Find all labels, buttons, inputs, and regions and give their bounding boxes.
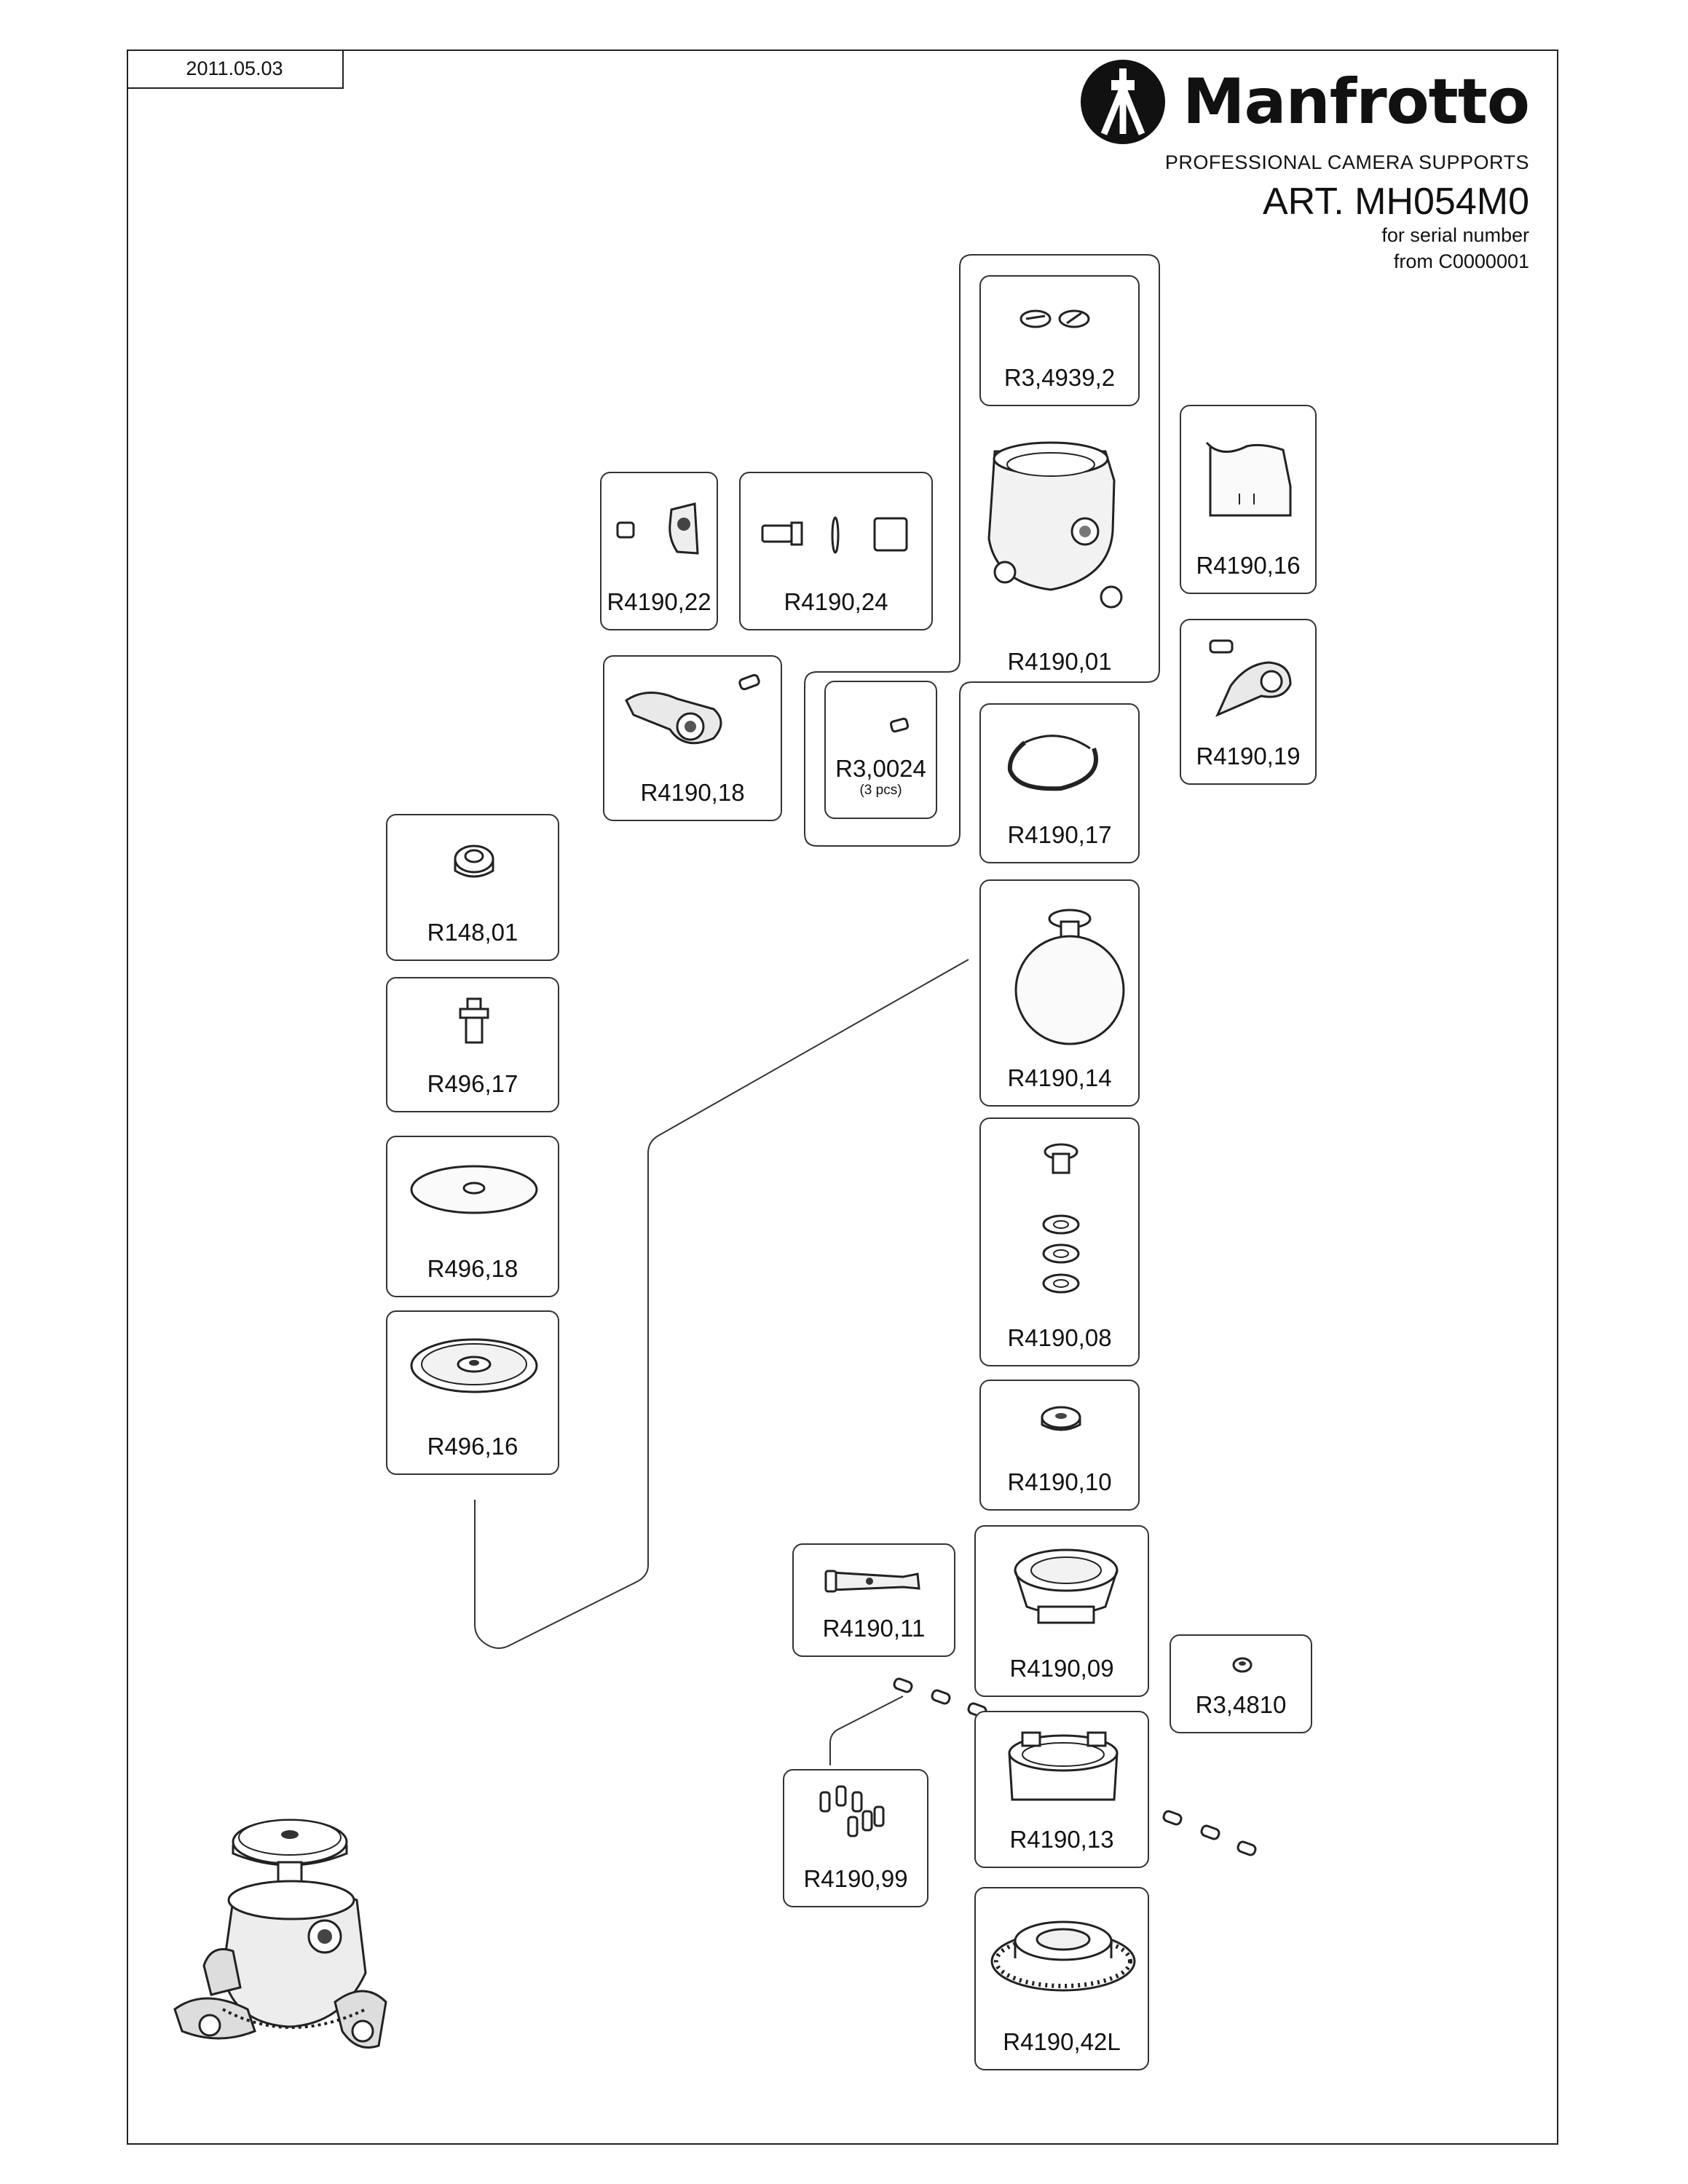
part-label: R3,4810	[1195, 1691, 1287, 1718]
part-label: R4190,13	[1009, 1826, 1114, 1853]
clamp-shell-icon	[1205, 441, 1292, 517]
manfrotto-logo-icon	[1080, 60, 1165, 144]
date-box: 2011.05.03	[127, 50, 344, 89]
part-r148-01[interactable]: R148,01	[386, 814, 559, 961]
leader-line-ball	[474, 959, 969, 1649]
serial-line-1: for serial number	[1381, 223, 1529, 246]
base-ring-icon	[990, 1920, 1136, 1992]
screw-washer-icon	[761, 516, 908, 554]
part-r4190-01[interactable]: R4190,01	[960, 430, 1159, 677]
part-label: R3,4939,2	[1003, 364, 1116, 391]
ball-icon	[1014, 909, 1125, 1045]
part-label: R4190,42L	[1003, 2028, 1121, 2055]
part-label: R4190,14	[1007, 1064, 1112, 1091]
part-label: R496,16	[427, 1433, 518, 1460]
disc-washer-icon	[410, 1165, 538, 1214]
part-r4190-10[interactable]: R4190,10	[979, 1380, 1140, 1511]
brand-tagline: PROFESSIONAL CAMERA SUPPORTS	[1164, 151, 1529, 173]
part-label: R4190,18	[640, 779, 745, 806]
part-r3-4810[interactable]: R3,4810	[1170, 1634, 1312, 1733]
part-r4190-18[interactable]: R4190,18	[603, 655, 782, 821]
article-block: ART. MH054M0 for serial number from C000…	[1263, 182, 1529, 274]
grub-screw-icon	[889, 717, 910, 733]
brand-block: Manfrotto PROFESSIONAL CAMERA SUPPORTS	[1079, 58, 1530, 174]
article-code: ART. MH054M0	[1262, 181, 1529, 223]
part-label: R4190,16	[1196, 552, 1301, 579]
part-r4190-14[interactable]: R4190,14	[979, 879, 1140, 1107]
part-label: R4190,24	[784, 588, 888, 615]
part-r4190-42l[interactable]: R4190,42L	[974, 1887, 1149, 2070]
brand-wordmark: Manfrotto	[1182, 66, 1530, 138]
part-label: R148,01	[427, 919, 518, 946]
part-label: R4190,09	[1009, 1655, 1114, 1682]
lever-knob-icon	[625, 673, 760, 745]
part-label: R496,17	[427, 1070, 518, 1097]
brand-logo-row: Manfrotto	[1079, 58, 1530, 146]
lever-knob-small-icon	[1209, 639, 1292, 717]
serial-line-2: from C0000001	[1393, 250, 1529, 273]
assembled-ball-head-icon	[173, 1819, 387, 2049]
part-label: R496,18	[427, 1255, 518, 1282]
part-r4190-13[interactable]: R4190,13	[974, 1711, 1149, 1868]
screw-caps-icon	[1019, 309, 1090, 328]
part-r4190-11[interactable]: R4190,11	[792, 1543, 955, 1657]
part-r4190-09[interactable]: R4190,09	[974, 1525, 1149, 1697]
part-label: R3,0024	[835, 755, 926, 782]
part-r496-16[interactable]: R496,16	[386, 1310, 559, 1475]
part-label: R4190,19	[1196, 743, 1301, 769]
part-label: R4190,10	[1007, 1468, 1112, 1495]
bearing-cup-icon	[1014, 1548, 1119, 1624]
leader-line-pins	[829, 1696, 904, 1765]
part-r4190-24[interactable]: R4190,24	[739, 472, 933, 630]
part-r4190-22[interactable]: R4190,22	[600, 472, 718, 630]
part-r3-4939-2[interactable]: R3,4939,2	[979, 275, 1140, 406]
top-plate-icon	[410, 1338, 538, 1393]
part-r4190-16[interactable]: R4190,16	[1180, 405, 1317, 594]
clip-ring-icon	[1007, 735, 1098, 791]
screw-pin-icon	[459, 997, 489, 1044]
adjust-nut-icon	[1041, 1406, 1081, 1431]
friction-set-icon	[1042, 1143, 1080, 1294]
housing-icon	[987, 441, 1123, 609]
part-r4190-17[interactable]: R4190,17	[979, 703, 1140, 863]
lock-pin-icon	[824, 1570, 920, 1593]
date-label: 2011.05.03	[186, 57, 283, 79]
pin-set-icon	[819, 1785, 885, 1837]
nut-icon	[454, 844, 494, 878]
part-r4190-19[interactable]: R4190,19	[1180, 619, 1317, 785]
small-nut-icon	[1232, 1657, 1253, 1673]
part-label: R4190,11	[822, 1615, 926, 1642]
part-label: R4190,01	[1007, 648, 1112, 675]
part-label: R4190,17	[1007, 821, 1112, 848]
collar-ring-icon	[1008, 1731, 1119, 1801]
part-label: R4190,08	[1007, 1324, 1112, 1351]
part-quantity-note: (3 pcs)	[859, 783, 902, 798]
pins-row-left-icon	[893, 1677, 987, 1718]
group-outline-housing	[804, 254, 1160, 847]
knob-bushing-icon	[616, 502, 699, 555]
part-r3-0024[interactable]: R3,0024 (3 pcs)	[824, 681, 937, 819]
part-r496-18[interactable]: R496,18	[386, 1136, 559, 1297]
part-label: R4190,22	[607, 588, 711, 615]
part-label: R4190,99	[803, 1865, 908, 1892]
drawing-frame	[127, 50, 1558, 2145]
part-r4190-99[interactable]: R4190,99	[783, 1769, 928, 1907]
part-r496-17[interactable]: R496,17	[386, 977, 559, 1112]
part-r4190-08[interactable]: R4190,08	[979, 1117, 1140, 1366]
pins-row-right-icon	[1162, 1810, 1257, 1856]
